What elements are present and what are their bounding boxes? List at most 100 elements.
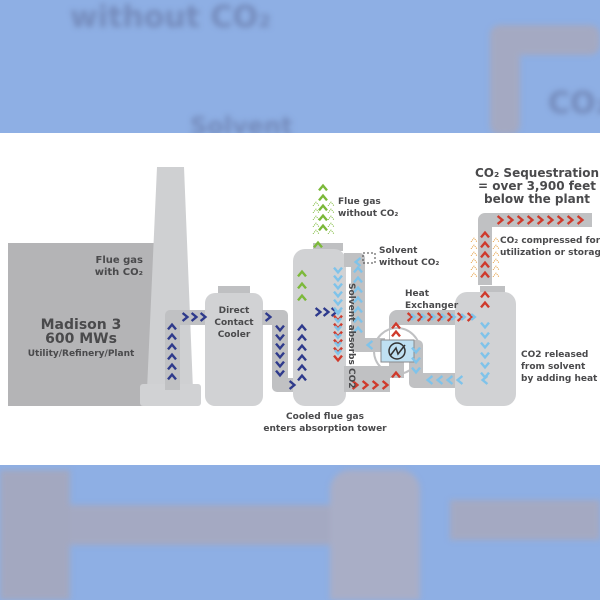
flow-arrow-icon	[318, 193, 328, 202]
flow-arrow-icon	[435, 375, 444, 385]
label: CO2 released	[521, 350, 588, 360]
flow-arrow-icon	[275, 342, 285, 351]
label: Solvent absorbs CO2	[346, 283, 356, 389]
flow-arrow-icon	[199, 312, 208, 322]
flow-arrow-icon	[353, 265, 363, 274]
flow-arrow-icon	[480, 270, 490, 279]
flow-arrow-icon	[496, 215, 505, 225]
label: Exchanger	[405, 301, 459, 311]
flow-arrow-icon	[353, 285, 363, 294]
flow-arrow-icon	[492, 258, 500, 264]
label: with CO₂	[95, 267, 143, 278]
flow-arrow-icon	[181, 312, 190, 322]
flow-arrow-icon	[480, 361, 490, 370]
label: Contact	[214, 318, 254, 328]
flow-arrow-icon	[353, 275, 363, 284]
flow-arrow-icon	[334, 333, 342, 340]
flow-arrow-icon	[492, 237, 500, 243]
flow-arrow-icon	[167, 322, 177, 331]
plant-capacity: 600 MWs	[45, 331, 117, 347]
flow-arrow-icon	[333, 282, 343, 291]
flow-arrow-icon	[167, 342, 177, 351]
flow-arrow-icon	[353, 325, 363, 334]
diagram-panel: Flue gas with CO₂ Madison 3 600 MWs Util…	[0, 133, 600, 465]
flow-arrow-icon	[411, 366, 421, 375]
flow-arrow-icon	[167, 362, 177, 371]
label: Solvent	[379, 246, 418, 256]
flow-arrow-icon	[312, 201, 320, 207]
absorber-cap	[313, 243, 343, 251]
flow-arrow-icon	[480, 230, 490, 239]
flow-arrow-icon	[334, 341, 342, 348]
label: Cooled flue gas	[286, 412, 364, 422]
flow-arrow-icon	[327, 222, 335, 228]
co2-capture-diagram: Flue gas with CO₂ Madison 3 600 MWs Util…	[8, 166, 600, 434]
flow-arrow-icon	[334, 309, 342, 316]
flow-arrow-icon	[318, 213, 328, 222]
label: Cooler	[218, 330, 251, 340]
flow-arrow-icon	[275, 360, 285, 369]
flow-arrow-icon	[297, 281, 307, 290]
direct-contact-cooler	[205, 293, 263, 406]
plant-name: Madison 3	[41, 317, 122, 333]
flow-arrow-icon	[480, 341, 490, 350]
flow-arrow-icon	[455, 375, 464, 385]
flow-arrow-icon	[470, 272, 478, 278]
flow-arrow-icon	[480, 351, 490, 360]
flow-arrow-icon	[333, 274, 343, 283]
flow-arrow-icon	[264, 312, 273, 322]
flow-arrow-icon	[297, 363, 307, 372]
flow-arrow-icon	[312, 229, 320, 235]
flow-arrow-icon	[536, 215, 545, 225]
flow-arrow-icon	[327, 208, 335, 214]
pipe	[344, 340, 404, 392]
flow-arrow-icon	[526, 215, 535, 225]
flow-arrow-icon	[506, 215, 515, 225]
flow-arrow-icon	[297, 323, 307, 332]
flow-arrow-icon	[275, 324, 285, 333]
flow-arrow-icon	[425, 375, 434, 385]
flow-arrow-icon	[480, 321, 490, 330]
flow-arrow-icon	[288, 380, 297, 390]
power-plant-building	[8, 243, 154, 406]
flow-arrow-icon	[327, 229, 335, 235]
flow-arrow-icon	[470, 313, 477, 321]
flow-arrow-icon	[318, 203, 328, 212]
flow-arrow-icon	[353, 305, 363, 314]
flow-arrow-icon	[318, 183, 328, 192]
flow-arrow-icon	[516, 215, 525, 225]
flow-arrow-icon	[480, 300, 490, 309]
flow-arrow-icon	[361, 380, 370, 390]
flow-arrow-icon	[312, 215, 320, 221]
label: Direct	[219, 306, 250, 316]
flow-arrow-icon	[275, 369, 285, 378]
label: Flue gas	[96, 255, 144, 266]
flow-arrow-icon	[436, 312, 445, 322]
flow-arrow-icon	[420, 313, 427, 321]
flow-arrow-icon	[333, 354, 343, 363]
flow-arrow-icon	[391, 321, 401, 330]
flow-arrow-icon	[492, 244, 500, 250]
label: without CO₂	[379, 258, 439, 268]
cooler-cap	[218, 286, 250, 294]
flow-arrow-icon	[167, 332, 177, 341]
flow-arrow-icon	[297, 343, 307, 352]
pipe	[344, 253, 385, 352]
title: = over 3,900 feet	[478, 179, 596, 193]
flow-arrow-icon	[480, 260, 490, 269]
flow-arrow-icon	[466, 312, 475, 322]
flow-arrow-icon	[480, 250, 490, 259]
flow-arrow-icon	[334, 349, 342, 356]
flow-arrow-icon	[391, 329, 401, 338]
label: Heat	[405, 289, 430, 299]
flow-arrow-icon	[440, 313, 447, 321]
flow-arrow-icon	[546, 215, 555, 225]
label: by adding heat	[521, 374, 598, 384]
flow-arrow-icon	[322, 307, 331, 317]
label: CO₂ compressed for	[500, 236, 600, 246]
flow-arrow-icon	[312, 208, 320, 214]
flow-arrow-icon	[470, 237, 478, 243]
flow-arrow-icon	[480, 371, 490, 380]
flow-arrow-icon	[334, 325, 342, 332]
